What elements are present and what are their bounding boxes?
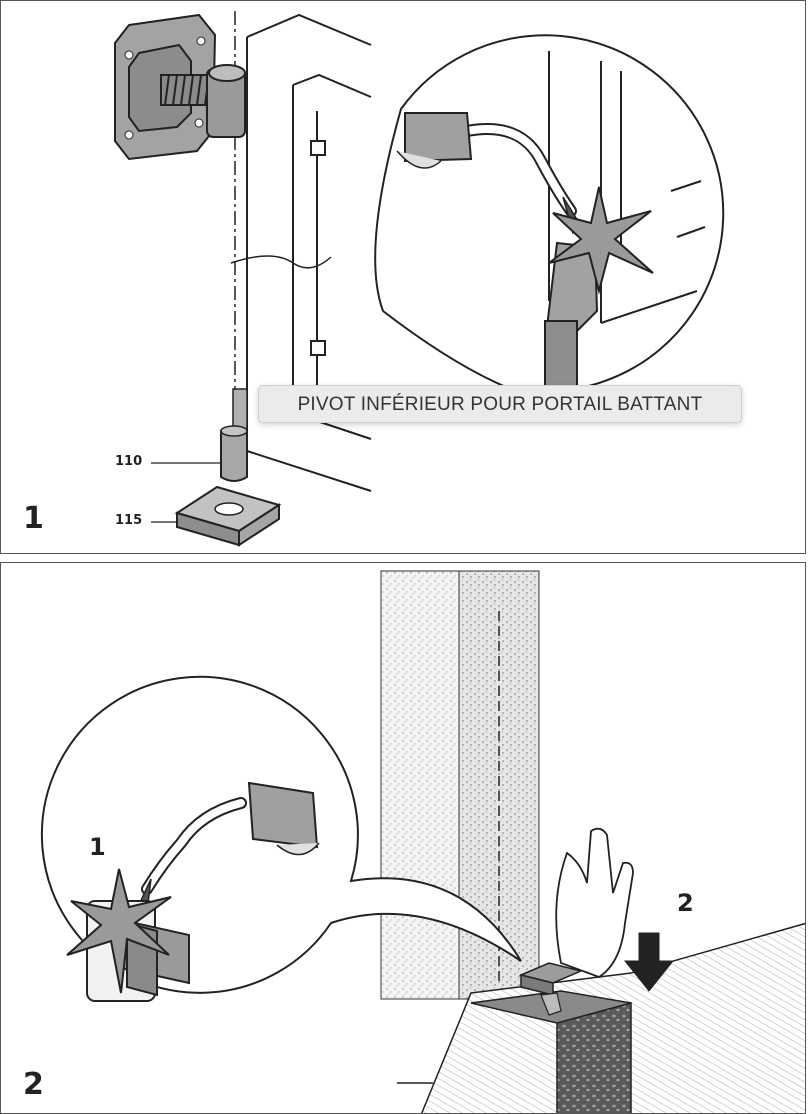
break-mark <box>230 255 332 269</box>
hand <box>555 827 634 978</box>
step-number-1: 1 <box>23 501 44 536</box>
concrete-pillar <box>380 570 540 1000</box>
ground-section <box>397 922 805 1113</box>
step-1-panel: 110 115 1 <box>0 0 806 554</box>
sub-step-number-1: 1 <box>89 833 106 861</box>
hinge-wall-plate <box>114 13 246 161</box>
part-label-110: 110 <box>115 454 143 469</box>
weld-detail-magnifier-2 <box>40 675 522 1002</box>
step-2-panel: 2 1 2 <box>0 562 806 1114</box>
step-number-2: 2 <box>23 1067 44 1102</box>
image-caption-tooltip: PIVOT INFÉRIEUR POUR PORTAIL BATTANT <box>258 385 742 423</box>
lower-pivot-pin <box>220 388 248 482</box>
step-2-illustration <box>40 570 805 1113</box>
press-down-arrow <box>623 932 675 992</box>
sub-step-number-2: 2 <box>677 889 694 917</box>
step-1-illustration <box>114 11 725 547</box>
gate-frame <box>246 13 372 492</box>
part-label-115: 115 <box>115 513 143 528</box>
weld-detail-magnifier <box>374 34 725 395</box>
base-plate <box>174 485 282 547</box>
